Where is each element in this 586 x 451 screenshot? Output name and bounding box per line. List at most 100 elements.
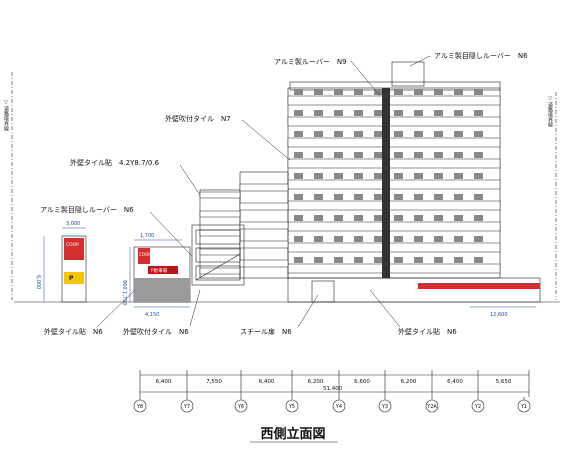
window <box>374 89 383 95</box>
left-boundary-label: ▽道路境界線 <box>3 100 9 131</box>
window <box>474 173 483 179</box>
mid-balcony <box>239 240 289 249</box>
balcony-railing <box>287 200 501 211</box>
window <box>314 152 323 158</box>
window <box>414 194 423 200</box>
window <box>474 152 483 158</box>
window <box>354 152 363 158</box>
dim-total: 51,400 <box>323 386 343 392</box>
window <box>454 194 463 200</box>
podium-block: 12,600 <box>287 277 541 318</box>
axis-label: Y2 <box>474 404 481 410</box>
parking-structure: P駐車場 COOP 1,700 960 1,750 4,150 <box>121 224 245 318</box>
axis-bubble <box>517 399 531 413</box>
window <box>374 194 383 200</box>
window <box>454 173 463 179</box>
balcony-railing <box>287 263 501 274</box>
middle-block <box>199 171 289 279</box>
window <box>414 89 423 95</box>
window <box>374 110 383 116</box>
window <box>334 152 343 158</box>
window <box>394 110 403 116</box>
axis-bubble <box>285 399 299 413</box>
dim-parking-side: 960 1,750 <box>121 280 127 305</box>
window <box>474 110 483 116</box>
window <box>414 152 423 158</box>
axis-bubble <box>332 399 346 413</box>
bay-dimension: 6,400 <box>447 379 463 385</box>
axis-label: Y2A <box>426 404 437 410</box>
label-ext-tile-bottom-right: 外壁タイル貼 N6 <box>398 327 457 336</box>
axis-bubble <box>234 399 248 413</box>
balcony-railing <box>287 242 501 253</box>
window <box>354 194 363 200</box>
label-ext-tile-bottom-left: 外壁タイル貼 N6 <box>44 327 103 336</box>
window <box>394 152 403 158</box>
window <box>374 131 383 137</box>
bay-dimension: 6,200 <box>308 379 324 385</box>
window <box>374 215 383 221</box>
mid-lower-balcony <box>199 229 241 237</box>
dim-sign-height: 6,000 <box>35 275 41 289</box>
label-ext-spray-tile-upper: 外壁吹付タイル N7 <box>165 114 231 123</box>
window <box>434 257 443 263</box>
window <box>454 236 463 242</box>
window <box>414 173 423 179</box>
label-steel-door: スチール扉 N6 <box>240 327 292 336</box>
window <box>414 131 423 137</box>
window <box>294 152 303 158</box>
window <box>474 194 483 200</box>
mid-balcony <box>239 259 289 268</box>
window <box>294 215 303 221</box>
right-boundary-label: ▽道路境界線 <box>547 96 553 127</box>
axis-label: Y8 <box>136 404 143 410</box>
right-road-boundary: ▽道路境界線 <box>547 92 557 300</box>
window <box>394 236 403 242</box>
window <box>394 89 403 95</box>
window <box>454 152 463 158</box>
mid-balcony <box>239 202 289 211</box>
window <box>294 89 303 95</box>
window <box>294 131 303 137</box>
window <box>294 173 303 179</box>
window <box>314 194 323 200</box>
axis-bubble <box>180 399 194 413</box>
parking-panel-sign: P駐車場 <box>151 267 168 274</box>
window <box>474 131 483 137</box>
axis-label: Y4 <box>335 404 342 410</box>
balcony-railing <box>287 137 501 148</box>
window <box>314 110 323 116</box>
dim-parking-top: 1,700 <box>140 233 154 239</box>
window <box>394 194 403 200</box>
window <box>454 89 463 95</box>
window <box>394 131 403 137</box>
window <box>334 173 343 179</box>
mid-balcony <box>239 221 289 230</box>
window <box>354 215 363 221</box>
axis-bubble <box>378 399 392 413</box>
window <box>374 152 383 158</box>
window <box>454 110 463 116</box>
balcony-railing <box>287 179 501 190</box>
window <box>434 131 443 137</box>
window <box>334 131 343 137</box>
balcony-railing <box>287 158 501 169</box>
axis-bubble <box>425 399 439 413</box>
coop-small-sign: COOP <box>139 252 151 257</box>
axis-label: Y5 <box>288 404 295 410</box>
label-ext-tile-upper: 外壁タイル貼 4.2Y8.7/0.6 <box>70 158 160 167</box>
balcony-railing <box>287 116 501 127</box>
window <box>314 215 323 221</box>
parking-sign-text: P <box>69 275 74 282</box>
dim-fence-length: 12,600 <box>490 312 508 318</box>
axis-bubble <box>133 399 147 413</box>
bay-dimension: 6,400 <box>156 379 172 385</box>
window <box>334 110 343 116</box>
window <box>294 257 303 263</box>
bay-dimension: 6,600 <box>354 379 370 385</box>
axis-bubble <box>471 399 485 413</box>
left-road-boundary: ▽道路境界線 <box>3 72 13 300</box>
